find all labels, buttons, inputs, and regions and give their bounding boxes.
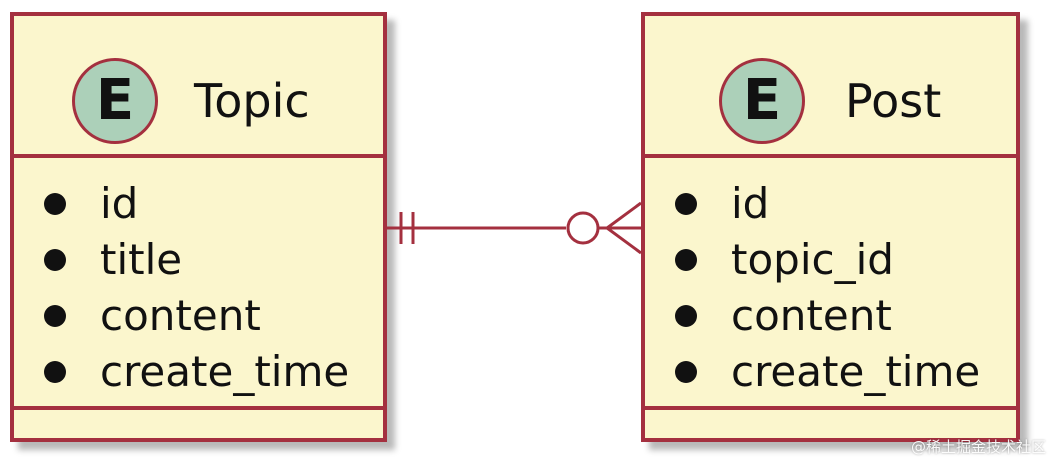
attribute-name: topic_id <box>731 235 894 284</box>
zero-optional-circle-icon <box>566 211 600 245</box>
header-divider <box>645 154 1016 158</box>
attribute-name: id <box>731 179 770 228</box>
header-divider <box>14 154 383 158</box>
entity-badge-icon: E <box>72 58 158 144</box>
entity-badge-icon: E <box>719 58 805 144</box>
entity-topic: E Topic id title content create_time <box>10 12 387 442</box>
attribute-row: topic_id <box>675 232 980 288</box>
attribute-name: title <box>100 235 183 284</box>
mandatory-bullet-icon <box>675 193 697 215</box>
attribute-row: create_time <box>675 344 980 400</box>
methods-divider <box>14 406 383 410</box>
crows-foot-many-icon <box>604 201 642 255</box>
attribute-name: create_time <box>100 347 350 396</box>
mandatory-bullet-icon <box>44 361 66 383</box>
attribute-row: content <box>44 288 349 344</box>
entity-post: E Post id topic_id content create_time <box>641 12 1020 442</box>
attribute-name: content <box>731 291 892 340</box>
mandatory-bullet-icon <box>675 361 697 383</box>
attribute-row: create_time <box>44 344 349 400</box>
attribute-list: id topic_id content create_time <box>675 176 980 400</box>
attribute-row: id <box>44 176 349 232</box>
entity-header: E Topic <box>14 16 383 154</box>
entity-title: Post <box>845 74 942 128</box>
attribute-name: create_time <box>731 347 981 396</box>
mandatory-bullet-icon <box>44 193 66 215</box>
mandatory-bullet-icon <box>675 249 697 271</box>
mandatory-bullet-icon <box>44 249 66 271</box>
mandatory-bullet-icon <box>44 305 66 327</box>
mandatory-bullet-icon <box>675 305 697 327</box>
attribute-list: id title content create_time <box>44 176 349 400</box>
attribute-row: title <box>44 232 349 288</box>
attribute-name: content <box>100 291 261 340</box>
entity-header: E Post <box>645 16 1016 154</box>
attribute-name: id <box>100 179 139 228</box>
attribute-row: content <box>675 288 980 344</box>
watermark: @稀土掘金技术社区 <box>910 438 1046 456</box>
methods-divider <box>645 406 1016 410</box>
attribute-row: id <box>675 176 980 232</box>
entity-title: Topic <box>194 74 310 128</box>
